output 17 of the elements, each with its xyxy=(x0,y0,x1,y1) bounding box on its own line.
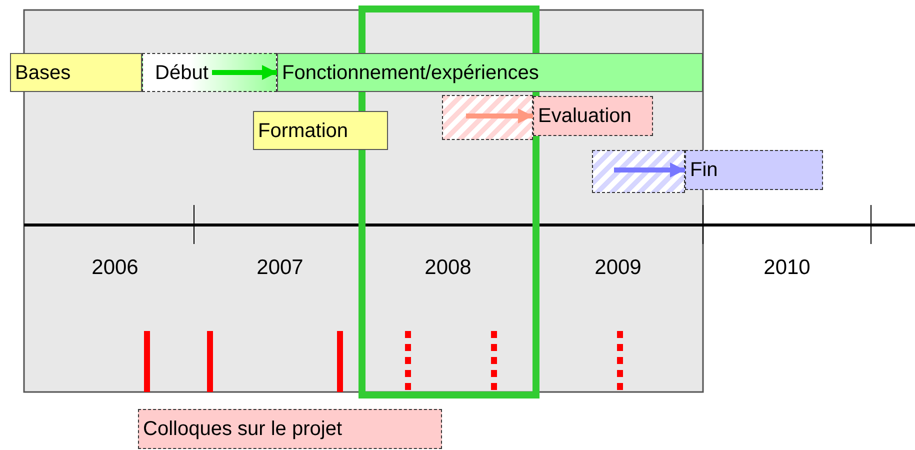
phase-bar: Début xyxy=(142,53,277,92)
phase-bar: Fonctionnement/expériences xyxy=(277,53,703,92)
phase-bar: Formation xyxy=(253,111,388,150)
phase-bar: Fin xyxy=(685,150,823,190)
year-label: 2009 xyxy=(594,256,642,280)
phase-bar: Evaluation xyxy=(533,96,653,136)
arrow xyxy=(466,108,533,124)
phase-bar: Colloques sur le projet xyxy=(138,409,442,449)
hatched-bar xyxy=(592,150,685,193)
year-label: 2010 xyxy=(764,256,810,280)
year-label: 2006 xyxy=(92,256,138,280)
arrow xyxy=(212,65,277,80)
year-label: 2007 xyxy=(256,256,304,280)
year-label: 2008 xyxy=(424,256,472,280)
phase-bar: Bases xyxy=(10,53,142,92)
arrow xyxy=(614,162,685,178)
hatched-bar xyxy=(442,95,533,140)
